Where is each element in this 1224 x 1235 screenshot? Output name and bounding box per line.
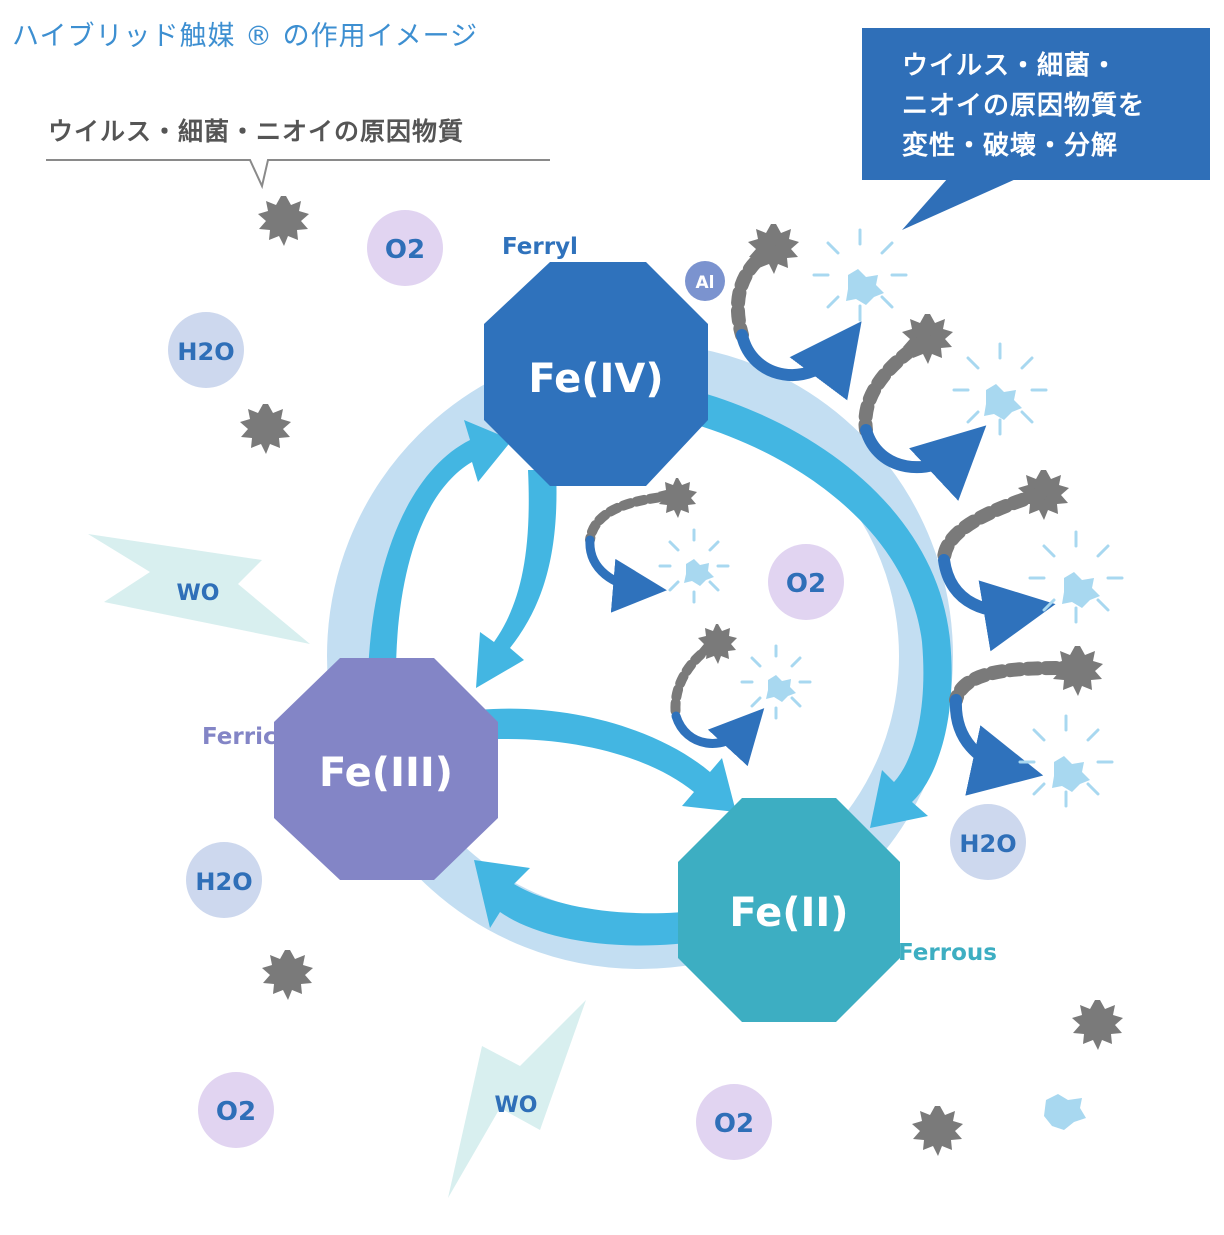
destroyed-fragments bbox=[658, 228, 1124, 1130]
h2o-label: H2O bbox=[959, 830, 1016, 858]
o2-label: O2 bbox=[216, 1097, 256, 1127]
h2o-bubble bbox=[186, 842, 262, 918]
fe4-label: Fe(IV) bbox=[528, 356, 663, 402]
burst-icon bbox=[740, 644, 812, 720]
germ-icon bbox=[262, 950, 313, 1000]
ferric-label: Ferric bbox=[202, 724, 277, 750]
h2o-bubbles bbox=[168, 312, 1026, 918]
fe3-label: Fe(III) bbox=[319, 750, 453, 796]
ferrous-label: Ferrous bbox=[898, 940, 997, 966]
fragment-icon bbox=[1044, 1094, 1086, 1130]
o2-bubble bbox=[696, 1084, 772, 1160]
diagram-title: ハイブリッド触媒 ® の作用イメージ bbox=[12, 21, 479, 52]
callout-right-text: ウイルス・細菌・ ニオイの原因物質を 変性・破壊・分解 bbox=[862, 28, 1210, 180]
arrow-fe2-to-fe3 bbox=[474, 860, 710, 946]
al-badge-label: Al bbox=[696, 273, 715, 293]
o2-bubble bbox=[768, 544, 844, 620]
ferryl-label: Ferryl bbox=[502, 234, 578, 260]
al-badge bbox=[685, 261, 725, 301]
h2o-bubble bbox=[168, 312, 244, 388]
arrow-fe4-to-fe3 bbox=[476, 470, 557, 688]
callout-right-tail bbox=[902, 178, 1018, 230]
germ-icon bbox=[240, 404, 291, 454]
o2-bubble bbox=[198, 1072, 274, 1148]
fe3-octagon bbox=[274, 658, 498, 880]
burst-icon bbox=[1018, 714, 1114, 808]
fe2-label: Fe(II) bbox=[729, 890, 848, 936]
h2o-label: H2O bbox=[195, 868, 252, 896]
callout-right-line: 変性・破壊・分解 bbox=[902, 131, 1119, 161]
burst-icon bbox=[658, 528, 730, 604]
h2o-label: H2O bbox=[177, 338, 234, 366]
wo-label: WO bbox=[177, 581, 220, 606]
germ-icon bbox=[1072, 1000, 1123, 1050]
wo-label: WO bbox=[495, 1093, 538, 1118]
callout-left-text: ウイルス・細菌・ニオイの原因物質 bbox=[48, 117, 465, 146]
arrow-fe4-to-fe2 bbox=[694, 392, 952, 828]
callout-right-line: ウイルス・細菌・ bbox=[902, 51, 1119, 81]
o2-bubbles bbox=[198, 210, 844, 1160]
callout-left-underline bbox=[46, 159, 550, 190]
germ-trajectories bbox=[585, 243, 1081, 796]
germ-icon bbox=[912, 1106, 963, 1156]
arrow-fe3-to-fe4 bbox=[368, 420, 512, 675]
fe2-octagon bbox=[678, 798, 900, 1022]
h2o-bubble bbox=[950, 804, 1026, 880]
germ-icon bbox=[258, 196, 309, 246]
burst-icon bbox=[952, 342, 1048, 436]
arrow-fe3-to-fe2 bbox=[478, 708, 736, 812]
germ-icon bbox=[658, 478, 697, 518]
wo-bolt-upper bbox=[88, 534, 310, 644]
callout-right-line: ニオイの原因物質を bbox=[902, 91, 1146, 121]
o2-label: O2 bbox=[385, 235, 425, 265]
o2-label: O2 bbox=[786, 569, 826, 599]
cycle-arrows bbox=[368, 392, 952, 946]
fe4-octagon bbox=[484, 262, 708, 486]
wo-bolt-lower bbox=[448, 1000, 586, 1198]
burst-icon bbox=[1028, 530, 1124, 624]
callout-right-box bbox=[862, 28, 1210, 180]
o2-bubble bbox=[367, 210, 443, 286]
o2-label: O2 bbox=[714, 1109, 754, 1139]
burst-icon bbox=[812, 228, 908, 322]
